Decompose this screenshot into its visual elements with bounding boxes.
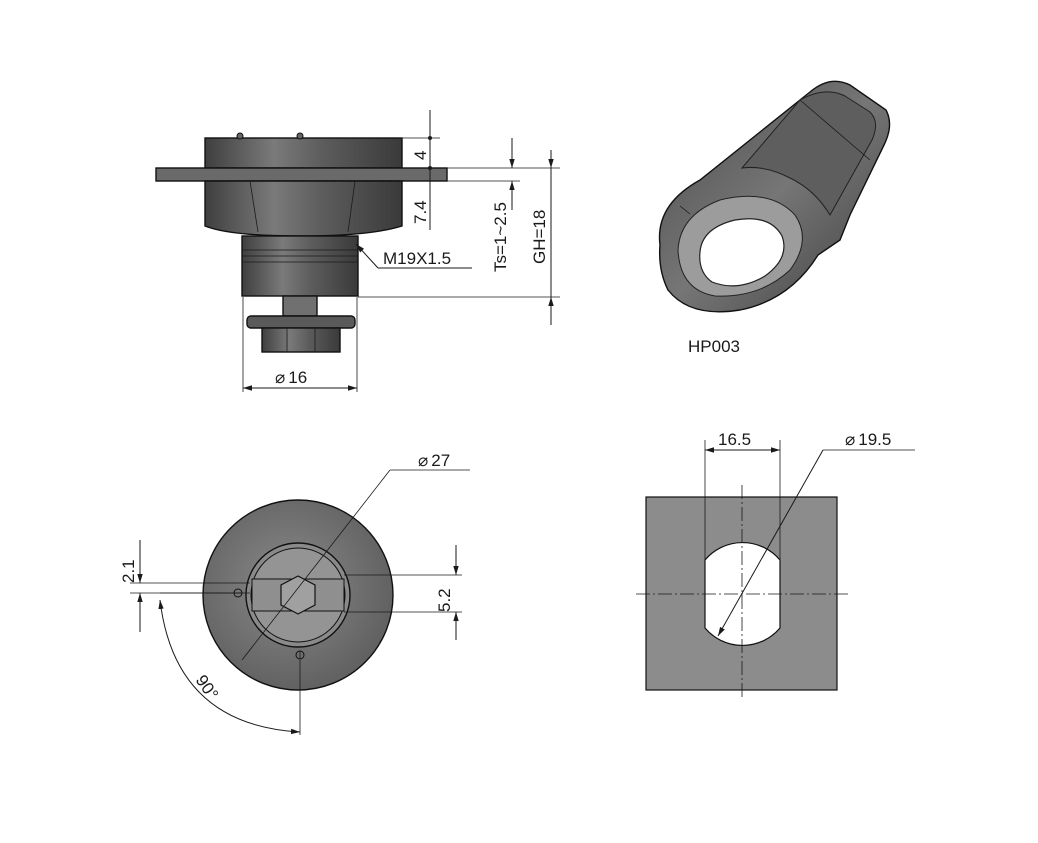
- svg-text:⌀16: ⌀16: [275, 368, 307, 387]
- screw-head: [261, 327, 341, 353]
- diameter-icon: ⌀: [845, 430, 855, 449]
- washer: [246, 315, 356, 329]
- cam-isometric: HP003: [658, 80, 891, 356]
- dim-height-top-label: 4: [411, 151, 430, 160]
- side-view: 4 7.4 Ts=1~2.5 GH=18 M19X1.5 ⌀16: [155, 110, 560, 392]
- dim-offset-label: 2.1: [119, 559, 138, 583]
- diameter-icon: ⌀: [418, 451, 428, 470]
- panel-plate: [155, 167, 448, 182]
- dim-thread-label: M19X1.5: [383, 249, 451, 268]
- dim-hex-height-label: 7.4: [411, 200, 430, 224]
- front-view: ⌀27 2.1 5.2 90°: [119, 451, 470, 735]
- dim-flange-dia-label: 27: [431, 451, 450, 470]
- hex-socket-icon: [280, 575, 316, 615]
- panel-cutout-view: 16.5 ⌀19.5: [636, 430, 915, 700]
- dim-ts-label: Ts=1~2.5: [491, 202, 510, 272]
- diameter-icon: ⌀: [275, 368, 285, 387]
- dim-angle-label: 90°: [192, 671, 222, 703]
- hex-nut: [204, 180, 403, 237]
- cutout-width-label: 16.5: [718, 430, 751, 449]
- cam-keyhole: [699, 218, 785, 287]
- cutout-dia-label: 19.5: [858, 430, 891, 449]
- dim-shaft-dia-label: 16: [288, 368, 307, 387]
- lock-cap: [204, 137, 403, 169]
- shaft: [282, 295, 318, 317]
- part-number-label: HP003: [688, 337, 740, 356]
- dim-gh-label: GH=18: [530, 210, 549, 264]
- svg-text:⌀27: ⌀27: [418, 451, 450, 470]
- svg-text:⌀19.5: ⌀19.5: [845, 430, 891, 449]
- threaded-body: [241, 235, 359, 297]
- dim-flat-label: 5.2: [435, 588, 454, 612]
